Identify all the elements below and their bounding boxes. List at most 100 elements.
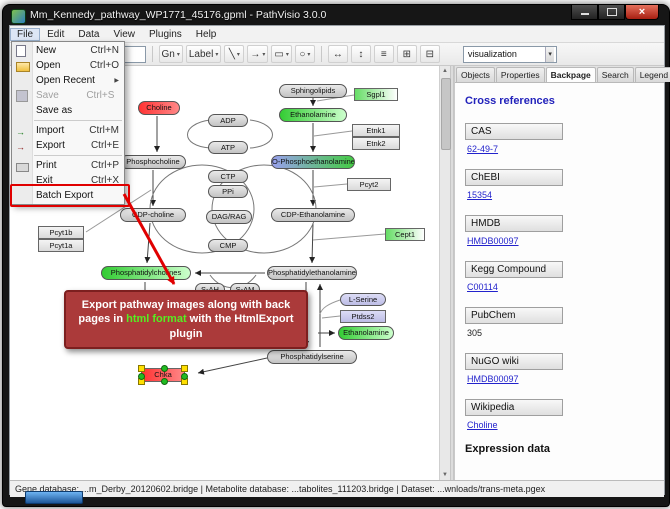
pathway-node-cept1[interactable]: Cept1: [385, 228, 425, 241]
selection-handle[interactable]: [161, 365, 168, 372]
selection-handle[interactable]: [138, 365, 145, 372]
pathway-node-pcyt2[interactable]: Pcyt2: [347, 178, 391, 191]
menu-plugins[interactable]: Plugins: [148, 28, 182, 40]
menu-file[interactable]: File: [10, 27, 41, 41]
pathway-node-etnk1[interactable]: Etnk1: [352, 124, 400, 137]
menu-item-label: Exit: [36, 175, 53, 186]
align-center-button[interactable]: ≡: [373, 45, 394, 63]
menu-data[interactable]: Data: [78, 28, 100, 40]
chevron-down-icon: ▾: [545, 46, 554, 62]
menu-shortcut: Ctrl+S: [86, 90, 115, 101]
menu-item-save-as[interactable]: Save as: [12, 103, 124, 118]
arrow-tool[interactable]: →: [247, 45, 269, 63]
xref-source-header: Kegg Compound: [465, 261, 564, 278]
xref-link[interactable]: HMDB00097: [467, 374, 519, 384]
xref-link[interactable]: 15354: [467, 190, 493, 200]
label-tool[interactable]: Label: [185, 45, 222, 63]
rectangle-tool[interactable]: ▭: [271, 45, 292, 63]
scroll-up-icon[interactable]: ▲: [442, 68, 448, 74]
common-width-button[interactable]: ⊞: [396, 45, 417, 63]
menu-shortcut: Ctrl+O: [89, 60, 119, 71]
xref-link[interactable]: Choline: [467, 420, 498, 430]
pathway-node-phosphatidylserine[interactable]: Phosphatidylserine: [267, 350, 357, 364]
pathway-node-atp[interactable]: ATP: [208, 141, 248, 154]
maximize-button[interactable]: [598, 5, 625, 20]
menu-item-batch-export[interactable]: Batch Export: [12, 188, 124, 203]
pathway-node-cdp-ethanolamine[interactable]: CDP-Ethanolamine: [271, 208, 355, 222]
scrollbar-thumb[interactable]: [441, 78, 452, 150]
pathway-node-phosphocholine[interactable]: Phosphocholine: [120, 155, 186, 169]
pathway-node-ptdss2[interactable]: Ptdss2: [340, 310, 386, 323]
menu-shortcut: Ctrl+M: [89, 125, 119, 136]
xref-link[interactable]: C00114: [467, 282, 498, 292]
tab-backpage[interactable]: Backpage: [545, 67, 596, 82]
align-vertical-icon: ↕: [358, 48, 364, 60]
xref-source-header: Wikipedia: [465, 399, 564, 416]
panel-splitter[interactable]: [450, 66, 455, 480]
oval-tool[interactable]: ○: [294, 45, 315, 63]
common-height-icon: ⊟: [425, 48, 435, 60]
scroll-down-icon[interactable]: ▼: [442, 472, 448, 478]
close-button[interactable]: ×: [625, 5, 659, 20]
tab-properties[interactable]: Properties: [495, 67, 545, 82]
selection-handle[interactable]: [138, 373, 145, 380]
pathway-node-phosphatidylethanolamine[interactable]: Phosphatidylethanolamine: [267, 266, 357, 280]
menu-item-open-recent[interactable]: Open Recent: [12, 73, 124, 88]
canvas-vertical-scrollbar[interactable]: ▲ ▼: [439, 66, 452, 480]
pathway-node-ethanolamine[interactable]: Ethanolamine: [279, 108, 347, 122]
menu-help[interactable]: Help: [195, 28, 217, 40]
pathway-node-chka-selected[interactable]: Chka: [138, 365, 188, 385]
arrow-icon: →: [250, 48, 261, 60]
xref-link[interactable]: 62-49-7: [467, 144, 499, 154]
pathway-node-adp[interactable]: ADP: [208, 114, 248, 127]
pathway-node-ctp[interactable]: CTP: [208, 170, 248, 183]
tab-search[interactable]: Search: [596, 67, 634, 82]
selection-handle[interactable]: [161, 378, 168, 385]
menu-separator: [34, 155, 122, 156]
pathway-node-pcyt1a[interactable]: Pcyt1a: [38, 239, 84, 252]
window-frame: Mm_Kennedy_pathway_WP1771_45176.gpml - P…: [2, 4, 670, 507]
pathway-node-sgpl1[interactable]: Sgpl1: [354, 88, 398, 101]
xref-section-cas: CAS 62-49-7: [465, 121, 654, 154]
align-horizontal-button[interactable]: ↔: [327, 45, 348, 63]
xref-section-chebi: ChEBI 15354: [465, 167, 654, 200]
align-vertical-button[interactable]: ↕: [350, 45, 371, 63]
menu-view[interactable]: View: [113, 28, 135, 40]
selection-handle[interactable]: [181, 365, 188, 372]
selection-handle[interactable]: [181, 373, 188, 380]
pathway-node-dag[interactable]: DAG/RAG: [206, 210, 252, 224]
pathway-node-ethanolamine-2[interactable]: Ethanolamine: [338, 326, 394, 340]
pathway-node-o-phosphoethanolamine[interactable]: O-Phosphoethanolamine: [271, 155, 355, 169]
pathway-node-l-serine[interactable]: L-Serine: [340, 293, 386, 306]
tab-legend[interactable]: Legend: [634, 67, 670, 82]
pathway-node-pcyt1b[interactable]: Pcyt1b: [38, 226, 84, 239]
taskbar-item[interactable]: [25, 491, 83, 504]
pathway-node-cdp-choline[interactable]: CDP-choline: [120, 208, 186, 222]
pathway-node-etnk2[interactable]: Etnk2: [352, 137, 400, 150]
pathway-node-choline[interactable]: Choline: [138, 101, 180, 115]
pathway-node-cmp[interactable]: CMP: [208, 239, 248, 252]
pathway-node-phosphatidylcholines[interactable]: Phosphatidylcholines: [101, 266, 191, 280]
close-icon: ×: [638, 5, 646, 18]
tab-objects[interactable]: Objects: [456, 67, 495, 82]
toolbar-separator: [151, 46, 153, 62]
titlebar[interactable]: Mm_Kennedy_pathway_WP1771_45176.gpml - P…: [3, 5, 669, 25]
pathway-node-sphingolipids[interactable]: Sphingolipids: [279, 84, 347, 98]
minimize-button[interactable]: [571, 5, 598, 20]
gene-node-tool[interactable]: Gn: [158, 45, 183, 63]
menu-edit[interactable]: Edit: [47, 28, 65, 40]
common-height-button[interactable]: ⊟: [419, 45, 440, 63]
xref-link[interactable]: HMDB00097: [467, 236, 519, 246]
visualization-select[interactable]: visualization▾: [462, 45, 557, 63]
annotation-callout: Export pathway images along with back pa…: [64, 290, 308, 349]
line-tool[interactable]: ╲: [224, 45, 245, 63]
pathway-node-ppi[interactable]: PPi: [208, 185, 248, 198]
